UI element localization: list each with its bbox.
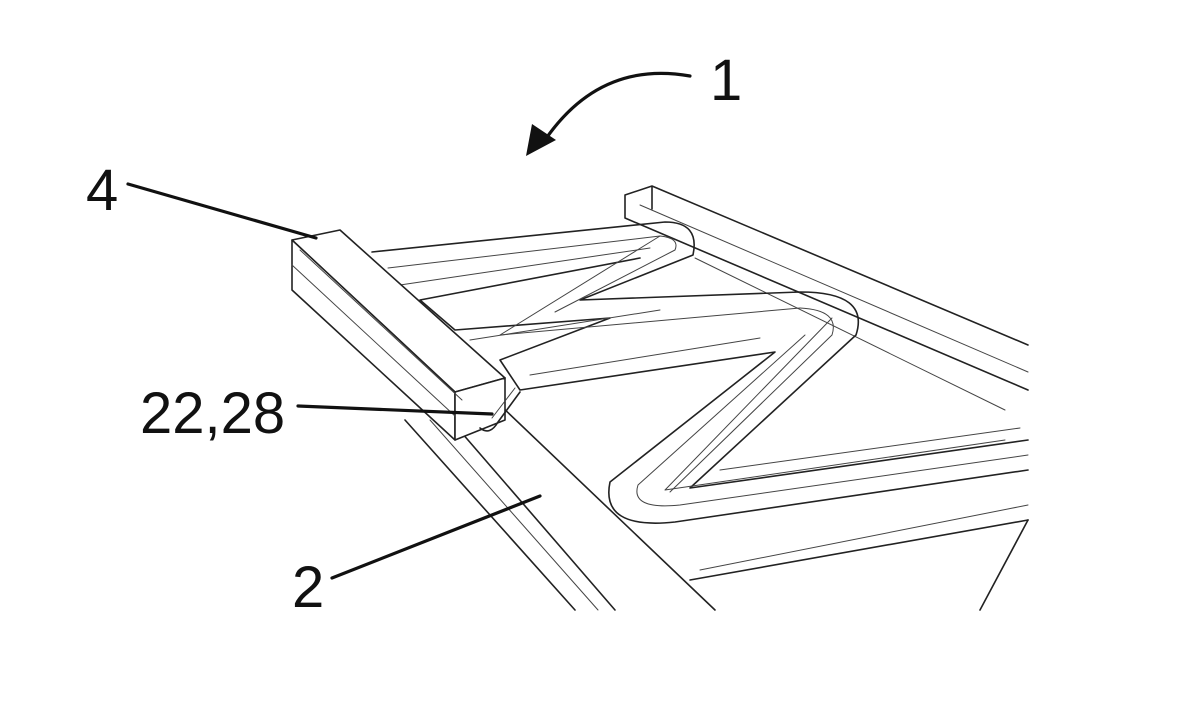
serpentine-tube <box>371 221 1029 524</box>
assembly-arrowhead <box>526 124 556 156</box>
right-rail <box>624 185 1029 391</box>
assembly-arrow <box>543 71 692 142</box>
block-mid-line <box>291 264 456 417</box>
label-assembly: 1 <box>710 48 742 113</box>
block <box>291 229 506 441</box>
rail-leader-line <box>330 494 542 580</box>
tube-outer-contour <box>371 221 1029 524</box>
block-mid-line-2 <box>299 249 463 401</box>
tube-highlight-1 <box>399 247 651 286</box>
front-rail-inner-line <box>429 419 599 611</box>
tube-highlight-4 <box>719 427 1021 471</box>
label-rail: 2 <box>292 555 324 620</box>
right-lower-edge <box>979 519 1029 611</box>
floor-edge-top <box>694 257 1006 411</box>
block-end-face <box>454 377 506 441</box>
label-hook: 22,28 <box>140 381 285 446</box>
tube-zigzag-upper <box>499 235 801 336</box>
right-rail-inner-line <box>639 204 1029 373</box>
label-block: 4 <box>86 158 118 223</box>
hook-inner <box>491 387 516 419</box>
floor-edge-cross <box>689 519 1029 581</box>
tube-zigzag-lower <box>664 317 1006 491</box>
floor-edge-cross-2 <box>699 504 1029 571</box>
tube-highlight-3 <box>529 337 761 376</box>
hook-leader-line <box>296 404 494 416</box>
hook <box>479 391 521 432</box>
frame <box>404 185 1029 611</box>
block-leader-line <box>126 182 318 240</box>
